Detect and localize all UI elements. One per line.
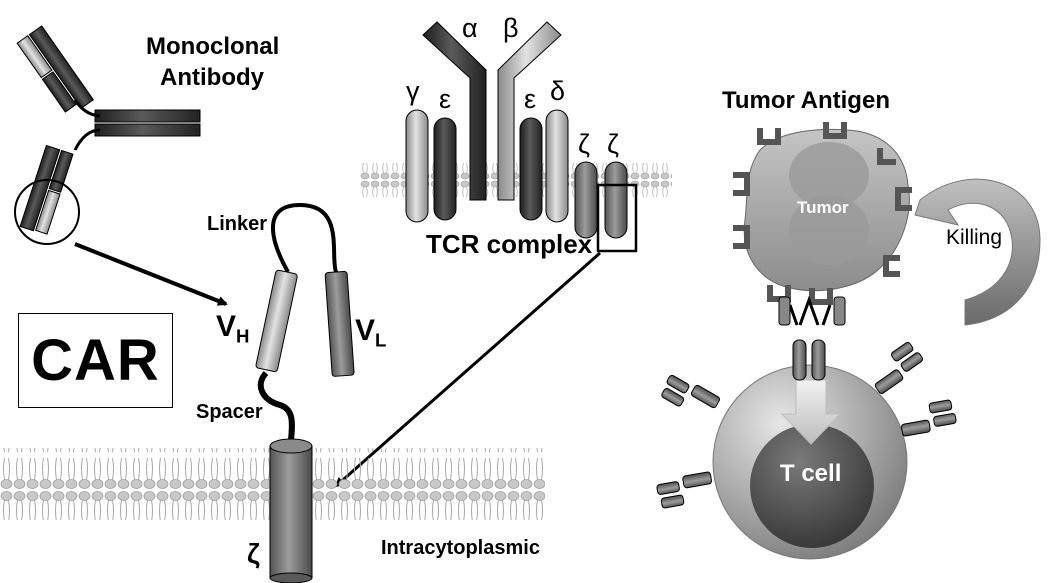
epsilon-right-label: ε [524, 84, 537, 114]
beta-label: β [503, 13, 519, 43]
zeta-1-label: ζ [578, 129, 590, 159]
zeta-2-label: ζ [607, 129, 619, 159]
t-cell-icon [656, 295, 957, 560]
delta-label: δ [550, 76, 566, 106]
gamma-label: γ [406, 76, 420, 106]
killing-label: Killing [946, 226, 1003, 249]
killing-arrow-icon [914, 178, 1041, 326]
car-box: CAR [18, 313, 173, 408]
vh-label: VH [216, 310, 249, 348]
linker-label: Linker [207, 213, 268, 235]
t-cell-label: T cell [780, 460, 842, 487]
vl-label: VL [355, 314, 386, 352]
epsilon-left-label: ε [439, 84, 452, 114]
spacer-label: Spacer [196, 401, 263, 423]
tumor-cell-icon [733, 122, 912, 305]
vh-main: V [216, 310, 237, 343]
antibody-icon [14, 25, 201, 245]
zeta-car-label: ζ [247, 538, 260, 569]
alpha-label: α [462, 13, 478, 43]
vl-sub: L [375, 329, 387, 351]
car-label: CAR [31, 328, 160, 393]
zeta-to-car-arrow [334, 251, 601, 488]
tcr-complex-label: TCR complex [426, 229, 593, 259]
antibody-to-car-arrow [74, 242, 228, 306]
tumor-antigen-label: Tumor Antigen [722, 87, 890, 114]
intracytoplasmic-label: Intracytoplasmic [381, 537, 540, 559]
car-receptor-icon [255, 202, 355, 583]
vh-sub: H [236, 325, 250, 347]
monoclonal-label-line1: Monoclonal [146, 33, 280, 60]
tumor-label: Tumor [797, 198, 849, 217]
monoclonal-label-line2: Antibody [160, 64, 264, 91]
vl-main: V [355, 314, 376, 347]
tcr-complex-icon [360, 21, 672, 253]
